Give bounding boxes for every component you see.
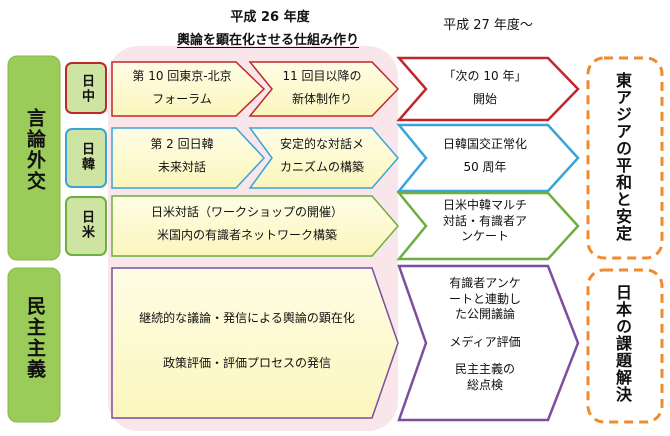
subrow-nikkan-box bbox=[65, 128, 107, 188]
period2-label: 平成 27 年度～ bbox=[443, 18, 533, 33]
minshu-step3-line1: 有識者アンケ bbox=[449, 276, 521, 290]
minshu-arrow-12 bbox=[111, 267, 399, 419]
nikkan-step3-line1: 日韓国交正常化 bbox=[442, 137, 527, 151]
nicchu-arrow-1 bbox=[111, 61, 266, 117]
nichibei-step3-line2: 対話・有識者ア bbox=[442, 213, 527, 228]
nicchu-step2-line2: 新体制作り bbox=[291, 92, 352, 107]
nikkan-step1-line2: 未来対話 bbox=[157, 160, 206, 175]
category-minshu-box bbox=[7, 267, 61, 423]
nichibei-arrow-3 bbox=[396, 191, 580, 261]
period1-subtitle: 輿論を顕在化させる仕組み作り bbox=[176, 33, 359, 48]
subrow-nicchu-label: 日中 bbox=[79, 74, 94, 104]
nikkan-step3-text: 日韓国交正常化 50 周年 bbox=[420, 136, 550, 177]
nichibei-step3-text: 日米中韓マルチ 対話・有識者ア ンケート bbox=[420, 198, 550, 245]
minshu-step12-line1: 継続的な議論・発信による輿論の顕在化 bbox=[139, 311, 355, 325]
minshu-step3-line6: 総点検 bbox=[466, 377, 503, 392]
nichibei-step12-text: 日米対話（ワークショップの開催） 米国内の有識者ネットワーク構築 bbox=[112, 204, 382, 245]
nichibei-step12-line2: 米国内の有識者ネットワーク構築 bbox=[156, 228, 337, 243]
minshu-step12-line2: 政策評価・評価プロセスの発信 bbox=[162, 356, 331, 371]
minshu-step3-line2: ートと連動し bbox=[448, 291, 521, 306]
nichibei-step3-line3: ンケート bbox=[460, 229, 509, 244]
nicchu-step3-line2: 開始 bbox=[472, 92, 497, 107]
goal1-label: 東アジアの平和と安定 bbox=[613, 72, 632, 242]
nicchu-step1-text: 第 10 回東京-北京 フォーラム bbox=[112, 68, 252, 109]
nikkan-arrow-1 bbox=[111, 127, 266, 189]
nikkan-step2-line1: 安定的な対話メ bbox=[279, 137, 364, 151]
nichibei-step3-line1: 日米中韓マルチ bbox=[442, 198, 527, 212]
category-genron-box bbox=[7, 55, 61, 261]
minshu-step3-line3: た公開議論 bbox=[454, 307, 515, 322]
nikkan-arrow-3 bbox=[396, 123, 580, 193]
minshu-arrow-3 bbox=[397, 264, 580, 422]
minshu-step3-line5: 民主主義の bbox=[454, 362, 515, 377]
category-minshu-label: 民主主義 bbox=[24, 296, 46, 380]
nikkan-step2-line2: カニズムの構築 bbox=[279, 160, 364, 175]
category-genron-label: 言論外交 bbox=[24, 108, 46, 192]
nicchu-step3-line1: 「次の 10 年」 bbox=[443, 69, 527, 83]
goal2-label: 日本の課題解決 bbox=[613, 284, 632, 403]
nicchu-step3-text: 「次の 10 年」 開始 bbox=[420, 68, 550, 109]
nikkan-step1-line1: 第 2 回日韓 bbox=[150, 137, 214, 151]
nikkan-step2-text: 安定的な対話メ カニズムの構築 bbox=[262, 136, 382, 177]
nikkan-step1-text: 第 2 回日韓 未来対話 bbox=[112, 136, 252, 177]
goal1-box bbox=[586, 56, 664, 260]
nicchu-arrow-2 bbox=[248, 61, 400, 117]
nichibei-arrow-12 bbox=[111, 195, 399, 257]
subrow-nikkan-label: 日韓 bbox=[79, 142, 94, 172]
minshu-step12-text: 継続的な議論・発信による輿論の顕在化 政策評価・評価プロセスの発信 bbox=[112, 310, 382, 373]
nicchu-step1-line1: 第 10 回東京-北京 bbox=[132, 69, 232, 83]
nicchu-step1-line2: フォーラム bbox=[152, 92, 212, 107]
nikkan-arrow-2 bbox=[248, 127, 399, 189]
nicchu-step2-text: 11 回目以降の 新体制作り bbox=[262, 68, 382, 109]
period1-label: 平成 26 年度 bbox=[230, 10, 310, 25]
nicchu-arrow-3 bbox=[396, 56, 580, 122]
nichibei-step12-line1: 日米対話（ワークショップの開催） bbox=[150, 205, 343, 219]
subrow-nicchu-box bbox=[65, 62, 107, 114]
minshu-step3-line4: メディア評価 bbox=[449, 334, 521, 349]
subrow-nichibei-box bbox=[65, 196, 107, 256]
goal2-box bbox=[586, 268, 664, 424]
nikkan-step3-line2: 50 周年 bbox=[463, 160, 507, 175]
nicchu-step2-line1: 11 回目以降の bbox=[282, 69, 362, 83]
subrow-nichibei-label: 日米 bbox=[79, 210, 94, 240]
minshu-step3-text: 有識者アンケ ートと連動し た公開議論 メディア評価 民主主義の 総点検 bbox=[420, 276, 550, 394]
